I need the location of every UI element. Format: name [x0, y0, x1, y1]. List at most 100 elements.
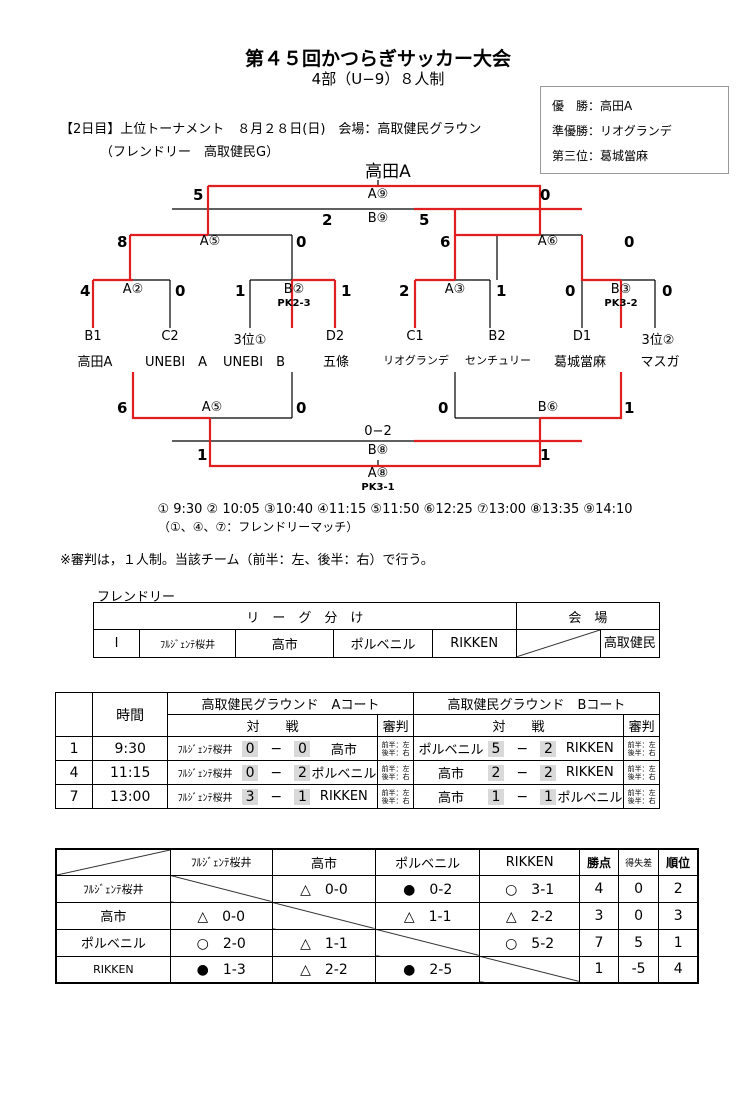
- venue-name: 高取健民: [603, 636, 656, 651]
- court-a-score: 0−2: [242, 760, 311, 785]
- ref-line-2: 後半：右: [381, 748, 410, 757]
- court-a-ref-header: 審判: [377, 714, 414, 737]
- qf1-right-score: 0: [175, 282, 186, 300]
- header-league: リ ー グ 分 け: [93, 602, 517, 630]
- row-points: 1: [579, 955, 619, 984]
- qf3-right-score: 1: [496, 282, 507, 300]
- lower-left-left-score: 6: [117, 399, 128, 417]
- court-a-match-header: 対 戦: [167, 714, 379, 737]
- home-score: 5: [488, 740, 505, 757]
- league-team-3: ポルベニル: [333, 629, 433, 658]
- match-no: 4: [54, 760, 94, 785]
- court-a-home: ﾌﾙｼﾞｪﾝﾃ桜井: [167, 784, 243, 809]
- team-8: マスガ: [640, 355, 680, 370]
- lower-right-left-score: 0: [438, 399, 449, 417]
- home-score: 0: [242, 764, 259, 781]
- away-score: 1: [540, 788, 557, 805]
- match-time: 9:30: [92, 736, 169, 761]
- ref-line-2: 後半：右: [627, 748, 656, 757]
- final-label: A⑨: [367, 187, 389, 202]
- final-left-score: 5: [193, 186, 204, 204]
- col-rank: 順位: [658, 848, 699, 876]
- match-no: 7: [54, 784, 94, 809]
- qf2-left-score: 1: [235, 282, 246, 300]
- court-b-score: 2−2: [488, 760, 557, 785]
- ref-line-2: 後半：右: [627, 772, 656, 781]
- row-rank: 4: [658, 955, 699, 984]
- qf1-left-score: 4: [80, 282, 91, 300]
- ref-line-1: 前半：左: [627, 740, 656, 749]
- third-label: B⑨: [367, 211, 389, 226]
- row-diff: 0: [617, 874, 660, 903]
- qf4-pk: PK3-2: [604, 298, 638, 309]
- home-score: 1: [488, 788, 505, 805]
- self-match-diagonal: [375, 928, 481, 957]
- header-venue: 会 場: [515, 602, 661, 630]
- score-dash: −: [270, 740, 283, 757]
- league-team-2: 高市: [235, 629, 335, 658]
- ref-line-1: 前半：左: [381, 788, 410, 797]
- friendly-note: （①、④、⑦：フレンドリーマッチ）: [158, 520, 359, 534]
- match-result-cell: ○ 2-0: [169, 928, 273, 957]
- third-left-score: 2: [322, 211, 333, 229]
- away-score: 2: [540, 740, 557, 757]
- team-2: UNEBI A: [144, 355, 208, 370]
- court-b-away: RIKKEN: [556, 736, 625, 761]
- court-a-ref: 前半：左後半：右: [377, 760, 414, 785]
- match-result-cell: △ 0-0: [271, 874, 377, 903]
- semi-right-label: A⑥: [537, 234, 559, 249]
- venue-cell: 高取健民: [515, 629, 661, 658]
- time-header: 時間: [92, 692, 169, 737]
- lower-left-right-score: 0: [296, 399, 307, 417]
- qf4-left-score: 0: [565, 282, 576, 300]
- court-a-away: 高市: [310, 736, 379, 761]
- home-score: 2: [488, 764, 505, 781]
- court-b-home: ポルベニル: [412, 736, 489, 761]
- score-dash: −: [270, 788, 283, 805]
- col-team-1: ﾌﾙｼﾞｪﾝﾃ桜井: [169, 848, 273, 876]
- court-b-score: 5−2: [488, 736, 557, 761]
- court-a-header: 高取健民グラウンド Aコート: [167, 692, 414, 715]
- home-score: 3: [242, 788, 259, 805]
- match-result-cell: △ 2-2: [271, 955, 377, 984]
- row-points: 7: [579, 928, 619, 957]
- team-1: 高田A: [77, 355, 113, 370]
- seed-3: 3位①: [233, 333, 267, 348]
- row-diff: 5: [617, 928, 660, 957]
- match-result-cell: △ 1-1: [375, 901, 481, 930]
- team-5: リオグランデ: [383, 354, 449, 367]
- row-team-name: RIKKEN: [55, 955, 171, 984]
- match-no: 1: [54, 736, 94, 761]
- court-b-home: 高市: [412, 784, 489, 809]
- row-points: 3: [579, 901, 619, 930]
- court-b-header: 高取健民グラウンド Bコート: [412, 692, 661, 715]
- team-4: 五條: [322, 355, 350, 370]
- row-points: 4: [579, 874, 619, 903]
- lower-final-right-score: 1: [540, 446, 551, 464]
- results-box: 優 勝：高田A 準優勝：リオグランデ 第三位：葛城當麻: [540, 86, 729, 174]
- lower-left-label: A⑤: [201, 400, 223, 415]
- row-team-name: ﾌﾙｼﾞｪﾝﾃ桜井: [55, 874, 171, 903]
- result-runner-up: 準優勝：リオグランデ: [552, 124, 672, 138]
- row-diff: -5: [617, 955, 660, 984]
- court-b-home: 高市: [412, 760, 489, 785]
- schedule-times: ① 9:30 ② 10:05 ③10:40 ④11:15 ⑤11:50 ⑥12:…: [157, 502, 633, 517]
- qf4-label: B③: [610, 282, 632, 297]
- ref-line-2: 後半：右: [381, 796, 410, 805]
- ref-line-1: 前半：左: [381, 764, 410, 773]
- corner-diagonal-cell: [55, 848, 171, 876]
- score-dash: −: [516, 740, 529, 757]
- court-a-home: ﾌﾙｼﾞｪﾝﾃ桜井: [167, 760, 243, 785]
- self-match-diagonal: [271, 901, 377, 930]
- lower-final-left-score: 1: [197, 446, 208, 464]
- col-team-2: 高市: [271, 848, 377, 876]
- empty-diagonal-cell: [515, 630, 601, 657]
- match-schedule-table: 時間 高取健民グラウンド Aコート 高取健民グラウンド Bコート 対 戦 審判 …: [54, 692, 661, 809]
- qf2-label: B②: [283, 282, 305, 297]
- lower-final-top-score: 0−2: [364, 424, 392, 439]
- court-b-ref: 前半：左後半：右: [623, 784, 660, 809]
